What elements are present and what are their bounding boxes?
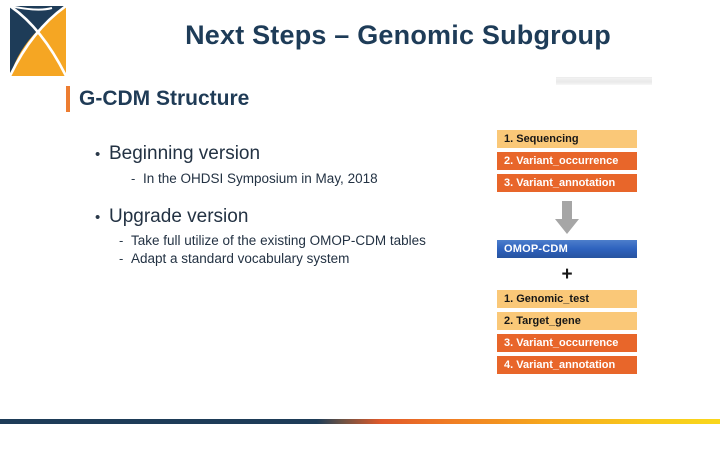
bullet-dot-icon: • bbox=[95, 146, 101, 163]
section-heading: G-CDM Structure bbox=[79, 87, 250, 110]
bullet-item: • Upgrade version bbox=[95, 206, 426, 228]
upgrade-version-table-group: 1. Genomic_test 2. Target_gene 3. Varian… bbox=[497, 290, 637, 374]
bullet-label: Beginning version bbox=[109, 143, 261, 164]
heading-accent-bar bbox=[66, 86, 70, 112]
footer-gradient-bar bbox=[0, 419, 720, 424]
logo-mark-icon bbox=[10, 6, 66, 76]
sub-bullet-dash-icon: - bbox=[131, 171, 136, 186]
plus-sign-icon: + bbox=[561, 264, 573, 285]
beginning-version-table-group: 1. Sequencing 2. Variant_occurrence 3. V… bbox=[497, 130, 637, 192]
diagram-box-omop-cdm: OMOP-CDM bbox=[497, 240, 637, 258]
diagram-box-variant-annotation-upgrade: 4. Variant_annotation bbox=[497, 356, 637, 374]
bullet-item: • Beginning version bbox=[95, 143, 378, 165]
diagram-box-target-gene: 2. Target_gene bbox=[497, 312, 637, 330]
bullet-label: Upgrade version bbox=[109, 206, 249, 227]
sub-bullet-text: Take full utilize of the existing OMOP-C… bbox=[131, 233, 426, 248]
sub-bullet-item: - Take full utilize of the existing OMOP… bbox=[119, 233, 426, 248]
diagram-box-genomic-test: 1. Genomic_test bbox=[497, 290, 637, 308]
sub-bullet-dash-icon: - bbox=[119, 233, 124, 248]
down-arrow-container bbox=[497, 196, 637, 240]
ohdsi-logo bbox=[8, 4, 68, 80]
gcdm-structure-diagram: 1. Sequencing 2. Variant_occurrence 3. V… bbox=[497, 130, 637, 378]
diagram-box-sequencing: 1. Sequencing bbox=[497, 130, 637, 148]
sub-bullet-text: Adapt a standard vocabulary system bbox=[131, 251, 350, 266]
sub-bullet-text: In the OHDSI Symposium in May, 2018 bbox=[143, 171, 378, 186]
slide-title: Next Steps – Genomic Subgroup bbox=[185, 20, 611, 50]
sub-bullet-dash-icon: - bbox=[119, 251, 124, 266]
sub-bullet-item: - In the OHDSI Symposium in May, 2018 bbox=[131, 171, 378, 186]
bullet-dot-icon: • bbox=[95, 209, 101, 226]
down-arrow-icon bbox=[555, 201, 579, 234]
bullet-group-beginning-version: • Beginning version - In the OHDSI Sympo… bbox=[95, 143, 378, 186]
diagram-box-variant-annotation: 3. Variant_annotation bbox=[497, 174, 637, 192]
diagram-box-variant-occurrence-upgrade: 3. Variant_occurrence bbox=[497, 334, 637, 352]
section-heading-group: G-CDM Structure bbox=[66, 86, 249, 112]
decorative-gray-strip bbox=[556, 77, 652, 85]
diagram-box-variant-occurrence: 2. Variant_occurrence bbox=[497, 152, 637, 170]
sub-bullet-item: - Adapt a standard vocabulary system bbox=[119, 251, 426, 266]
bullet-group-upgrade-version: • Upgrade version - Take full utilize of… bbox=[95, 206, 426, 266]
